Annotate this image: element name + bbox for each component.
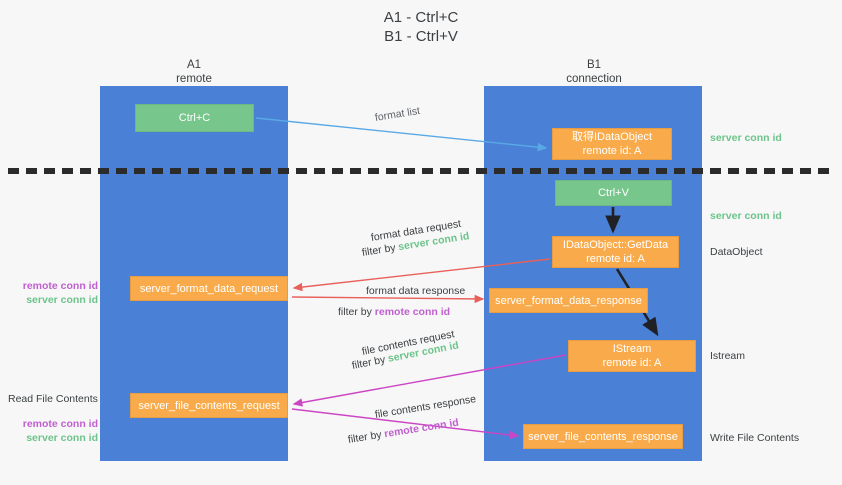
annotation-istream: Istream <box>710 350 746 362</box>
node-server-file-contents-response-label: server_file_contents_response <box>528 430 678 443</box>
node-get-idataobject[interactable]: 取得IDataObject remote id: A <box>552 128 672 160</box>
lane-a1-name: A1 <box>186 59 202 71</box>
node-get-idataobject-label: 取得IDataObject <box>571 131 653 143</box>
node-ctrl-c-label: Ctrl+C <box>178 112 211 124</box>
node-ctrl-c[interactable]: Ctrl+C <box>135 104 254 132</box>
node-server-format-data-request[interactable]: server_format_data_request <box>130 276 288 301</box>
annotation-remote-conn-id-1: remote conn id <box>22 280 98 292</box>
arrow-format-list <box>255 117 548 152</box>
lane-header-a1: A1 remote <box>124 58 264 86</box>
filter-prefix: filter by <box>338 306 375 318</box>
node-ctrl-v[interactable]: Ctrl+V <box>555 180 672 206</box>
annotation-server-conn-id-top: server conn id <box>710 132 782 144</box>
lane-b1-sub: connection <box>566 73 622 85</box>
lane-b1-name: B1 <box>586 59 602 71</box>
node-ctrl-v-label: Ctrl+V <box>598 187 629 199</box>
arrow-file-contents-response <box>291 408 520 440</box>
phase-divider <box>8 168 834 174</box>
node-get-idataobject-remote-id: remote id: A <box>582 145 642 157</box>
label-format-data-response-filter: filter by remote conn id <box>338 305 450 319</box>
lane-header-b1: B1 connection <box>524 58 664 86</box>
annotation-server-conn-id-second: server conn id <box>710 210 782 222</box>
arrow-file-contents-request <box>292 354 567 407</box>
node-idataobject-getdata[interactable]: IDataObject::GetData remote id: A <box>552 236 679 268</box>
lane-a1-sub: remote <box>176 73 212 85</box>
label-format-data-response: format data response <box>366 285 466 297</box>
node-istream-label: IStream <box>612 343 652 355</box>
node-istream[interactable]: IStream remote id: A <box>568 340 696 372</box>
annotation-dataobject: DataObject <box>710 246 763 258</box>
annotation-conn-ids-lower: remote conn id server conn id <box>10 417 98 445</box>
node-server-format-data-response-label: server_format_data_response <box>495 294 642 307</box>
node-idataobject-getdata-remote-id: remote id: A <box>586 253 645 265</box>
node-server-file-contents-request-label: server_file_contents_request <box>138 399 280 412</box>
node-idataobject-getdata-label: IDataObject::GetData <box>562 239 669 251</box>
node-server-format-data-response[interactable]: server_format_data_response <box>489 288 648 313</box>
node-istream-remote-id: remote id: A <box>602 357 662 369</box>
annotation-server-conn-id-1: server conn id <box>26 294 98 306</box>
annotation-server-conn-id-2: server conn id <box>26 432 98 444</box>
annotation-remote-conn-id-2: remote conn id <box>22 418 98 430</box>
arrow-format-data-request <box>292 258 551 292</box>
arrow-format-data-response <box>291 294 485 304</box>
annotation-write-file-contents: Write File Contents <box>710 432 800 444</box>
node-server-format-data-request-label: server_format_data_request <box>139 282 279 295</box>
annotation-read-file-contents: Read File Contents <box>8 393 98 405</box>
node-server-file-contents-request[interactable]: server_file_contents_request <box>130 393 288 418</box>
node-server-file-contents-response[interactable]: server_file_contents_response <box>523 424 683 449</box>
filter-key-remote-conn-id: remote conn id <box>374 306 451 318</box>
title-line-2: B1 - Ctrl+V <box>384 28 458 45</box>
annotation-conn-ids-upper: remote conn id server conn id <box>10 279 98 307</box>
title-line-1: A1 - Ctrl+C <box>383 9 459 26</box>
page-title: A1 - Ctrl+C B1 - Ctrl+V <box>0 8 842 46</box>
